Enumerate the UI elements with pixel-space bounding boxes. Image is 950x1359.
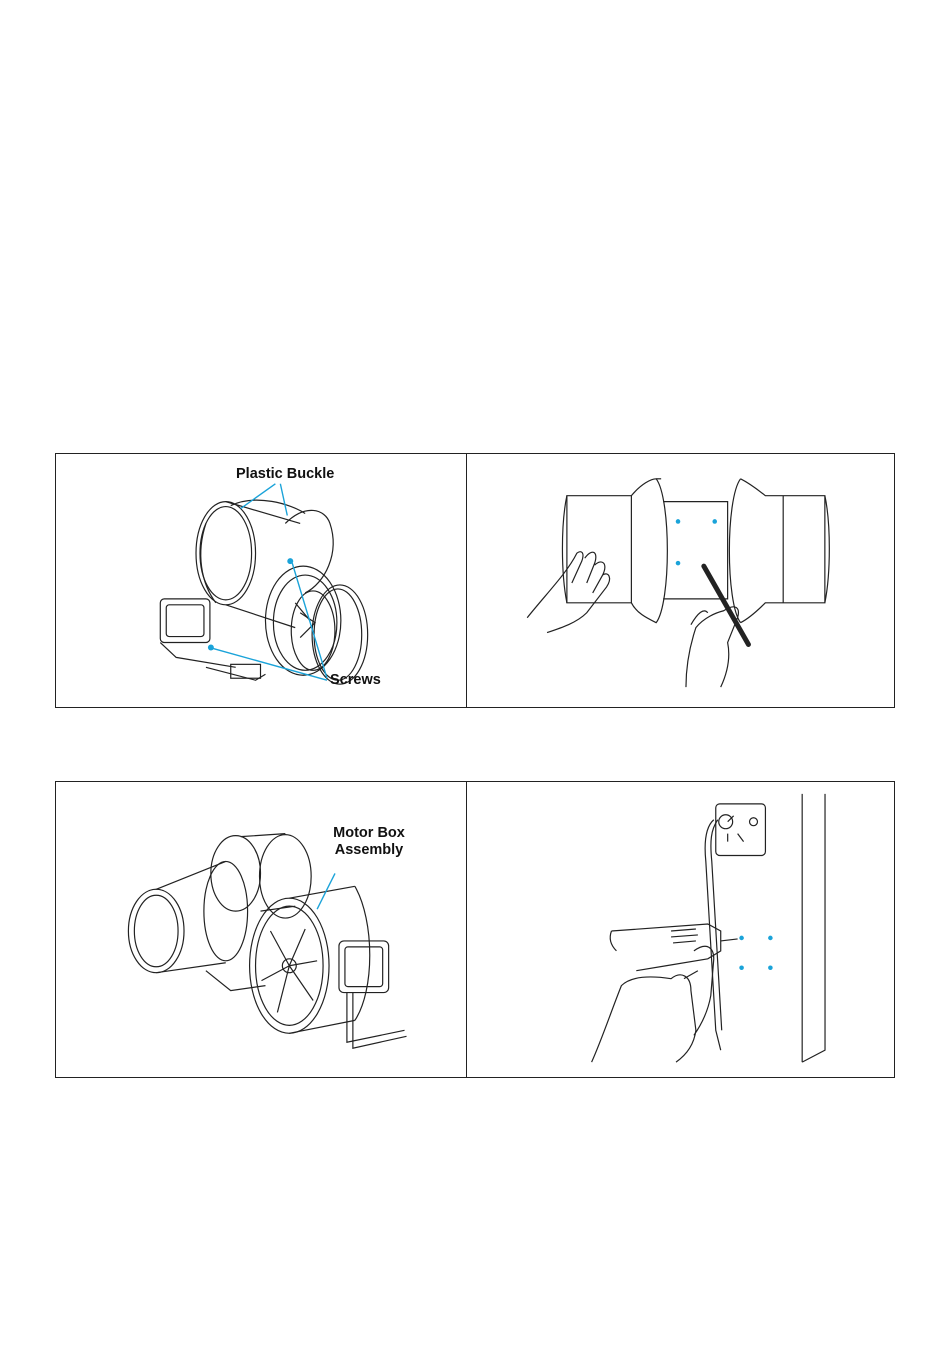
installation-row-2: Motor Box Assembly (55, 781, 895, 1078)
motor-box-label-line2: Assembly (326, 842, 412, 859)
panel-mark-holes (467, 454, 894, 707)
motor-box-assembly-label: Motor Box Assembly (326, 825, 412, 859)
installation-row-1: Plastic Buckle Screws (55, 453, 895, 708)
plastic-buckle-label: Plastic Buckle (236, 466, 334, 483)
motor-box-label-line1: Motor Box (326, 825, 412, 842)
mark-wall-holes-illustration (467, 454, 894, 707)
panel-motor-box: Motor Box Assembly (56, 782, 467, 1077)
panel-drill-holes (467, 782, 894, 1077)
fan-buckle-screws-illustration (56, 454, 466, 707)
screws-label: Screws (330, 672, 381, 689)
drill-wall-holes-illustration (467, 782, 894, 1077)
panel-buckle-screws: Plastic Buckle Screws (56, 454, 467, 707)
